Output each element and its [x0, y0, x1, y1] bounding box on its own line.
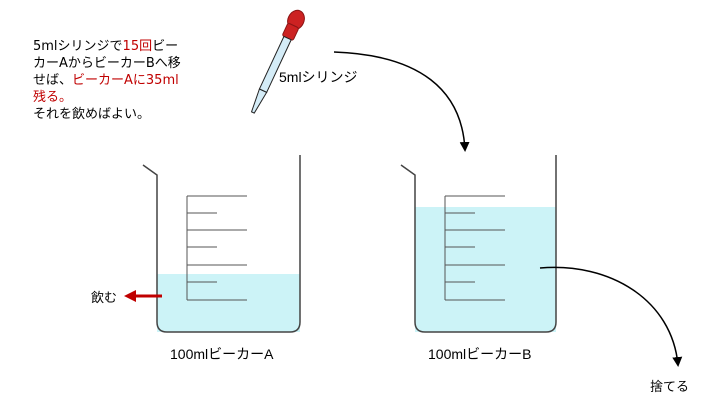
instruction-line4: 残る。 [33, 90, 73, 105]
beaker-b-label: 100mlビーカーB [428, 346, 532, 362]
beaker-a-label: 100mlビーカーA [170, 346, 274, 362]
syringe [250, 9, 305, 114]
drink-arrow [124, 290, 162, 302]
beaker-a [142, 155, 301, 333]
instruction-transfer-count: 15回 [122, 39, 153, 54]
drink-label: 飲む [91, 291, 118, 306]
beaker-b-scale [444, 195, 505, 301]
syringe-tip [250, 88, 268, 114]
instruction-remaining-amount: ビーカーAに35ml [72, 73, 179, 88]
discard-arrow [539, 266, 683, 367]
instruction-line3-prefix: せば、 [33, 73, 73, 88]
transfer-arrow [333, 51, 470, 152]
discard-label: 捨てる [650, 380, 690, 395]
beaker-a-scale [186, 195, 247, 301]
syringe-label: 5mlシリンジ [279, 69, 358, 85]
beaker-b-water [415, 207, 556, 332]
beaker-a-water [157, 274, 300, 332]
instruction-line2: カーAからビーカーBへ移 [33, 56, 181, 71]
beaker-b [400, 155, 557, 333]
instruction-line5: それを飲めばよい。 [33, 107, 151, 122]
instruction-note: 5mlシリンジで15回ビー カーAからビーカーBへ移 せば、ビーカーAに35ml… [33, 38, 223, 123]
instruction-line1-prefix: 5mlシリンジで [33, 39, 123, 54]
instruction-line1-suffix: ビー [152, 39, 179, 54]
beaker-a-outline [142, 155, 301, 333]
beaker-b-outline [400, 155, 557, 333]
